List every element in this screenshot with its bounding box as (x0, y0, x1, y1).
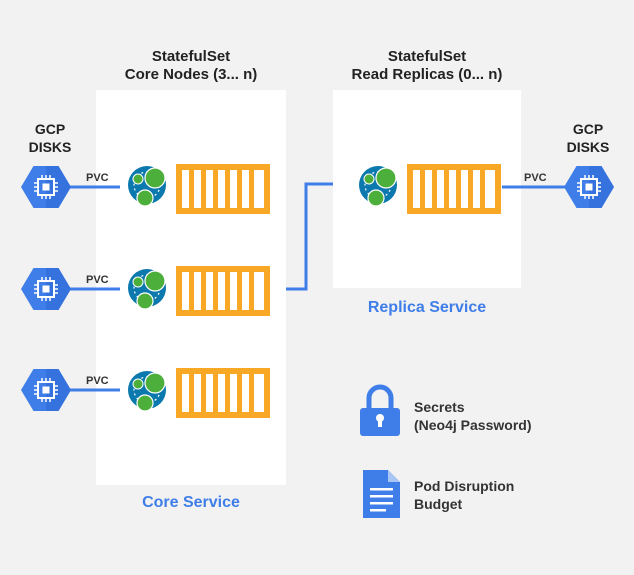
gcp-disks-label-left: GCP DISKS (10, 120, 90, 156)
gcp-disk-icon (563, 165, 615, 209)
gcp-disks-label-right: GCP DISKS (548, 120, 628, 156)
pdb-line2: Budget (414, 496, 463, 512)
gcp-disk-icon (20, 267, 72, 311)
container-icon (407, 164, 501, 214)
gcp-label-line1: GCP (34, 121, 66, 137)
secrets-label: Secrets (Neo4j Password) (414, 398, 531, 434)
neo4j-icon (358, 165, 398, 207)
neo4j-icon (127, 268, 167, 310)
core-title-line1: StatefulSet (151, 48, 231, 65)
pvc-label: PVC (86, 172, 109, 184)
neo4j-icon (127, 370, 167, 412)
neo4j-icon (127, 165, 167, 207)
lock-icon (360, 384, 400, 436)
secrets-line2: (Neo4j Password) (414, 417, 532, 433)
container-icon (176, 368, 270, 418)
core-title-line2: Core Nodes (3... n) (124, 66, 258, 83)
core-to-replica-link (286, 182, 333, 291)
pvc-label: PVC (524, 172, 547, 184)
pvc-label: PVC (86, 274, 109, 286)
gcp-disk-icon (20, 368, 72, 412)
gcp-disk-icon (20, 165, 72, 209)
document-icon (363, 470, 400, 518)
gcp-label-line2: DISKS (566, 139, 610, 155)
gcp-label-line1: GCP (572, 121, 604, 137)
gcp-label-line2: DISKS (28, 139, 72, 155)
secrets-line1: Secrets (414, 399, 465, 415)
core-statefulset-title: StatefulSet Core Nodes (3... n) (96, 48, 286, 84)
replica-title-line1: StatefulSet (387, 48, 467, 65)
pvc-label: PVC (86, 375, 109, 387)
container-icon (176, 164, 270, 214)
core-service-label: Core Service (142, 494, 240, 511)
replica-statefulset-title: StatefulSet Read Replicas (0... n) (323, 48, 531, 84)
pdb-line1: Pod Disruption (414, 478, 515, 494)
replica-title-line2: Read Replicas (0... n) (351, 66, 503, 83)
pod-disruption-budget-label: Pod Disruption Budget (414, 477, 514, 513)
replica-service-label: Replica Service (367, 299, 487, 316)
container-icon (176, 266, 270, 316)
